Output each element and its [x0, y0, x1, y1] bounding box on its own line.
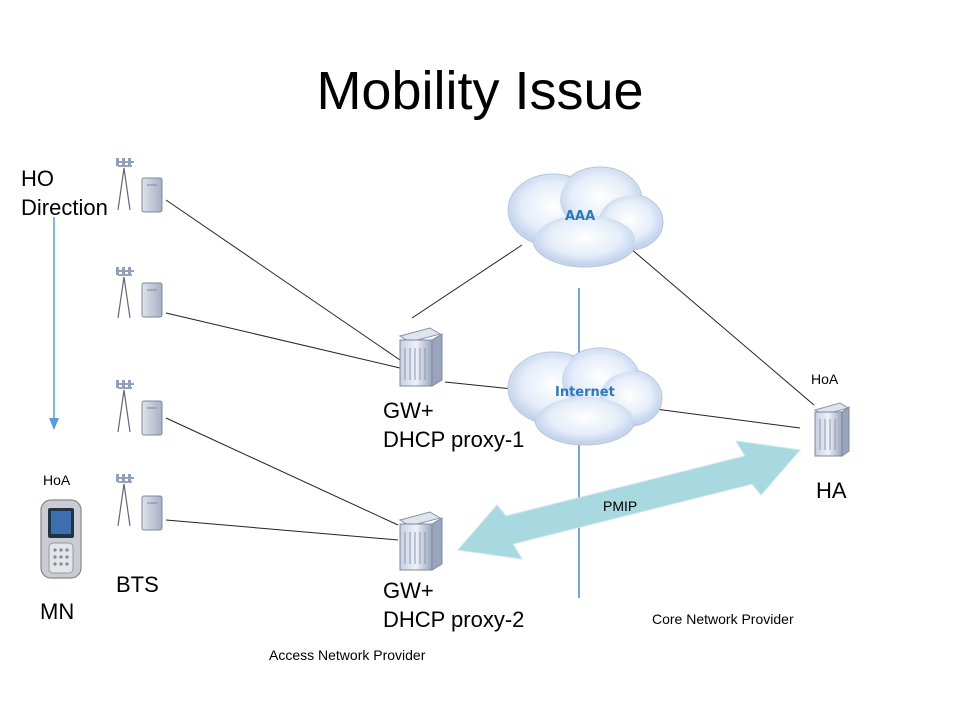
gw1-label-line2: DHCP proxy-1 — [383, 427, 525, 452]
ho-direction-arrow — [49, 217, 59, 430]
bts-cabinet-icon — [141, 400, 163, 436]
internet-cloud — [507, 347, 663, 446]
ho-direction-label: HO Direction — [21, 164, 108, 222]
bts-station-4 — [116, 474, 163, 531]
aaa-cloud — [507, 166, 664, 268]
mn-hoa-label: HoA — [43, 472, 71, 488]
bts-station-1 — [116, 158, 163, 213]
bts-tower-icon — [116, 161, 134, 211]
connection-lines — [165, 199, 815, 541]
pmip-arrow — [457, 440, 801, 560]
gw1-server-icon — [398, 327, 443, 387]
link-bts2-gw1 — [165, 312, 401, 369]
bts-station-3 — [116, 380, 163, 436]
bts-tower-icon — [116, 383, 134, 433]
aaa-label: AAA — [565, 209, 596, 224]
mobile-phone-icon — [40, 499, 82, 579]
core-network-label: Core Network Provider — [652, 611, 794, 627]
ho-direction-line1: HO — [21, 166, 54, 191]
mn-label: MN — [40, 599, 75, 624]
gw2-label-line2: DHCP proxy-2 — [383, 607, 525, 632]
gw1-label-line1: GW+ — [383, 398, 434, 423]
link-gw1-aaa — [411, 244, 523, 319]
gw2-server-icon — [398, 511, 443, 571]
pmip-label: PMIP — [603, 498, 638, 514]
gw1-label: GW+ DHCP proxy-1 — [383, 396, 524, 454]
bts-cabinet-icon — [141, 495, 163, 531]
bts-label: BTS — [116, 572, 159, 597]
bts-tower-icon — [116, 477, 134, 527]
link-bts3-gw2 — [165, 417, 399, 526]
link-internet-ha — [639, 406, 801, 429]
ha-server-icon — [813, 402, 850, 457]
link-bts1-gw1 — [165, 199, 401, 361]
gw2-label: GW+ DHCP proxy-2 — [383, 576, 524, 634]
gw2-label-line1: GW+ — [383, 578, 434, 603]
ho-direction-line2: Direction — [21, 195, 108, 220]
access-network-label: Access Network Provider — [269, 647, 426, 663]
link-bts4-gw2 — [165, 519, 399, 541]
ha-label: HA — [816, 478, 847, 503]
bts-tower-icon — [116, 270, 134, 319]
page-title: Mobility Issue — [316, 61, 644, 121]
bts-station-2 — [116, 267, 163, 319]
bts-cabinet-icon — [141, 282, 163, 318]
ha-hoa-label: HoA — [811, 371, 839, 387]
link-aaa-ha — [629, 247, 815, 406]
bts-cabinet-icon — [141, 177, 163, 213]
internet-label: Internet — [555, 385, 615, 400]
